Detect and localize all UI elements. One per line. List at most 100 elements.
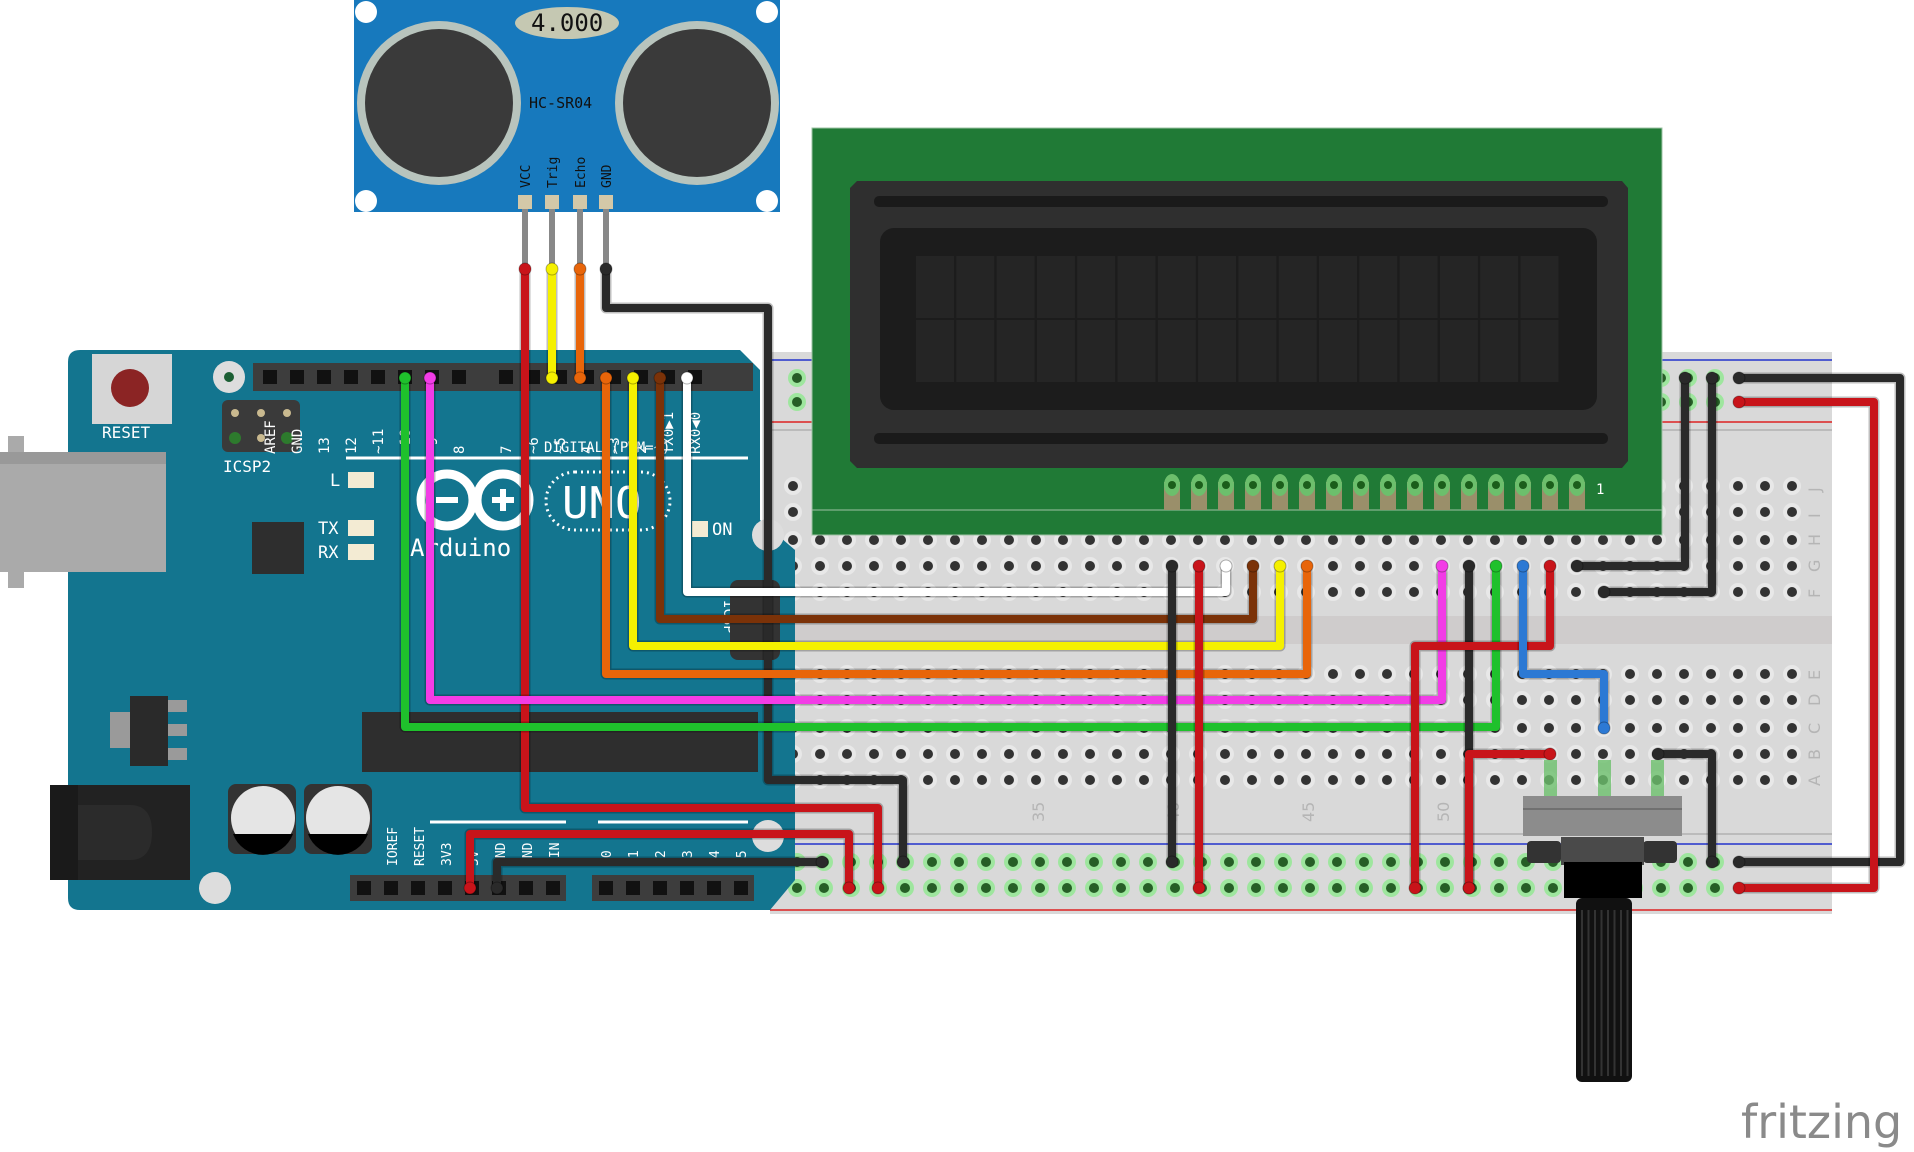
header-pin[interactable] [519,881,533,895]
sensor-pin[interactable] [599,195,613,209]
reset-button[interactable] [92,354,172,424]
wire-endpoint[interactable] [490,881,504,895]
header-pin[interactable] [546,881,560,895]
wire-endpoint[interactable] [1705,371,1719,385]
arduino-5v-rail[interactable] [466,830,853,888]
header-pin[interactable] [290,370,304,384]
wire-endpoint[interactable] [1543,559,1557,573]
pot-knob-shaft[interactable] [1576,898,1632,1082]
wire-endpoint[interactable] [1705,855,1719,869]
header-pin[interactable] [371,370,385,384]
sensor-pin[interactable] [573,195,587,209]
header-pin[interactable] [734,881,748,895]
wire-endpoint[interactable] [1516,559,1530,573]
wire-endpoint[interactable] [1192,559,1206,573]
wire-endpoint[interactable] [1192,881,1206,895]
wire-endpoint[interactable] [1543,747,1557,761]
lcd-anode-5v[interactable] [1411,566,1554,888]
wire-endpoint[interactable] [1165,855,1179,869]
wire-endpoint[interactable] [1732,881,1746,895]
wire-endpoint[interactable] [398,371,412,385]
wire-endpoint[interactable] [545,262,559,276]
wire-endpoint[interactable] [599,371,613,385]
icsp2-body [222,400,300,452]
header-pin[interactable] [653,881,667,895]
lcd-rs-pin2[interactable] [683,378,1230,596]
wire-endpoint[interactable] [1597,721,1611,735]
wire-endpoint[interactable] [815,855,829,869]
wire-endpoint[interactable] [1732,371,1746,385]
pot-wiper-lcd-v0[interactable] [1519,566,1608,728]
header-pin[interactable] [680,881,694,895]
sensor-pin[interactable] [545,195,559,209]
header-pin[interactable] [499,370,513,384]
pot-vcc[interactable] [1465,750,1550,888]
wire-endpoint[interactable] [1435,559,1449,573]
rail-bridge-gnd[interactable] [1604,378,1716,596]
breadboard-hole-center [1733,587,1743,597]
header-pin[interactable] [357,881,371,895]
wire-endpoint[interactable] [871,881,885,895]
lcd-d4-pin4[interactable] [629,378,1284,650]
wire-endpoint[interactable] [1597,585,1611,599]
wire-endpoint[interactable] [842,881,856,895]
header-pin[interactable] [344,370,358,384]
wire-endpoint[interactable] [518,262,532,276]
breadboard-hole-center [1382,561,1392,571]
wire-endpoint[interactable] [545,371,559,385]
wire-endpoint[interactable] [1462,881,1476,895]
wire-endpoint[interactable] [1273,559,1287,573]
wire-endpoint[interactable] [1732,855,1746,869]
header-pin[interactable] [452,370,466,384]
header-pin[interactable] [626,881,640,895]
rail-jumper-gnd[interactable] [1739,374,1904,866]
breadboard-hole-center [1760,587,1770,597]
sensor-vcc-5v[interactable] [521,269,882,888]
lcd-d6-pin11[interactable] [426,378,1446,704]
wire-endpoint[interactable] [1246,559,1260,573]
wire-endpoint[interactable] [896,855,910,869]
wire-endpoint[interactable] [1570,559,1584,573]
header-pin[interactable] [599,881,613,895]
wire-endpoint[interactable] [573,371,587,385]
wire-endpoint[interactable] [680,371,694,385]
wire-endpoint[interactable] [626,371,640,385]
wire-endpoint[interactable] [1219,559,1233,573]
arduino-gnd-rail[interactable] [493,858,822,888]
header-pin[interactable] [317,370,331,384]
wire-endpoint[interactable] [1732,395,1746,409]
header-pin[interactable] [526,370,540,384]
wire-endpoint[interactable] [573,262,587,276]
regulator-leg [167,748,187,760]
lcd-d5-pin5[interactable] [602,378,1311,678]
wire-endpoint[interactable] [1651,747,1665,761]
header-pin[interactable] [263,370,277,384]
wire-endpoint[interactable] [1462,559,1476,573]
wire-endpoint[interactable] [1300,559,1314,573]
rail-jumper-5v[interactable] [1739,398,1878,892]
sensor-gnd[interactable] [602,269,907,862]
wire-endpoint[interactable] [1408,881,1422,895]
lcd-e-pin3[interactable] [656,378,1257,623]
potentiometer[interactable] [1523,760,1682,1082]
sensor-pin[interactable] [518,195,532,209]
pot-gnd[interactable] [1658,750,1716,862]
wire-endpoint[interactable] [463,881,477,895]
header-pin[interactable] [707,881,721,895]
wire-endpoint[interactable] [423,371,437,385]
sensor-pin-label: Trig [546,157,561,188]
wire-endpoint[interactable] [1165,559,1179,573]
wire-endpoint[interactable] [599,262,613,276]
header-pin[interactable] [411,881,425,895]
header-pin[interactable] [384,881,398,895]
wire-endpoint[interactable] [1489,559,1503,573]
pot-shaft[interactable] [1576,898,1632,1082]
lcd-16x2[interactable]: 1 [811,127,1663,536]
wire-endpoint[interactable] [653,371,667,385]
header-pin[interactable] [438,881,452,895]
breadboard-hole-center [1328,561,1338,571]
wire-endpoint[interactable] [1678,371,1692,385]
lcd-k-gnd[interactable] [1577,378,1689,570]
